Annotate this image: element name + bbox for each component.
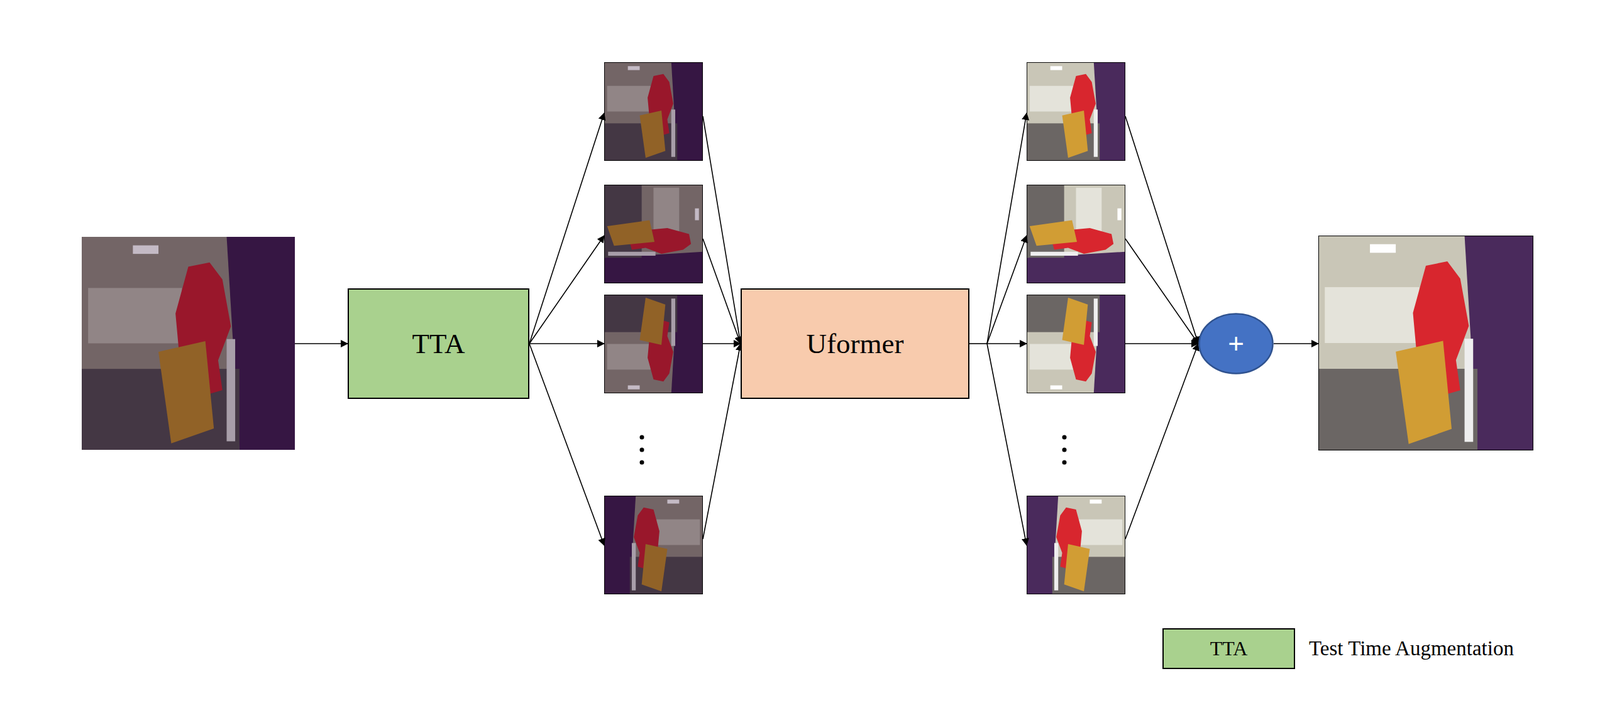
input-image bbox=[81, 237, 295, 451]
legend-text: Test Time Augmentation bbox=[1308, 637, 1514, 661]
restored-image bbox=[1026, 62, 1126, 161]
legend-abbreviation: TTA bbox=[1210, 637, 1248, 661]
ellipsis-dot bbox=[1062, 460, 1067, 466]
node-label: TTA bbox=[412, 327, 466, 361]
ellipsis-dot bbox=[640, 460, 645, 466]
augmented-image bbox=[604, 294, 703, 394]
augmented-image bbox=[604, 62, 703, 161]
output-image bbox=[1318, 235, 1534, 451]
ellipsis-dot bbox=[640, 435, 645, 441]
ellipsis-dot bbox=[1062, 448, 1067, 453]
augmented-image bbox=[604, 496, 703, 595]
ellipsis-dot bbox=[1062, 435, 1067, 441]
augmented-image bbox=[604, 184, 703, 284]
process-box: Uformer bbox=[740, 288, 970, 400]
restored-image bbox=[1026, 294, 1126, 394]
process-box: TTA bbox=[347, 288, 530, 400]
sum-node: + bbox=[1198, 313, 1274, 375]
wire bbox=[969, 343, 988, 345]
flow-arrows bbox=[294, 113, 1319, 546]
restored-image bbox=[1026, 496, 1126, 595]
node-label: Uformer bbox=[806, 327, 905, 361]
restored-image bbox=[1026, 184, 1126, 284]
ellipsis-dot bbox=[640, 448, 645, 453]
legend-swatch: TTA bbox=[1162, 628, 1296, 670]
node-label: + bbox=[1227, 330, 1245, 358]
